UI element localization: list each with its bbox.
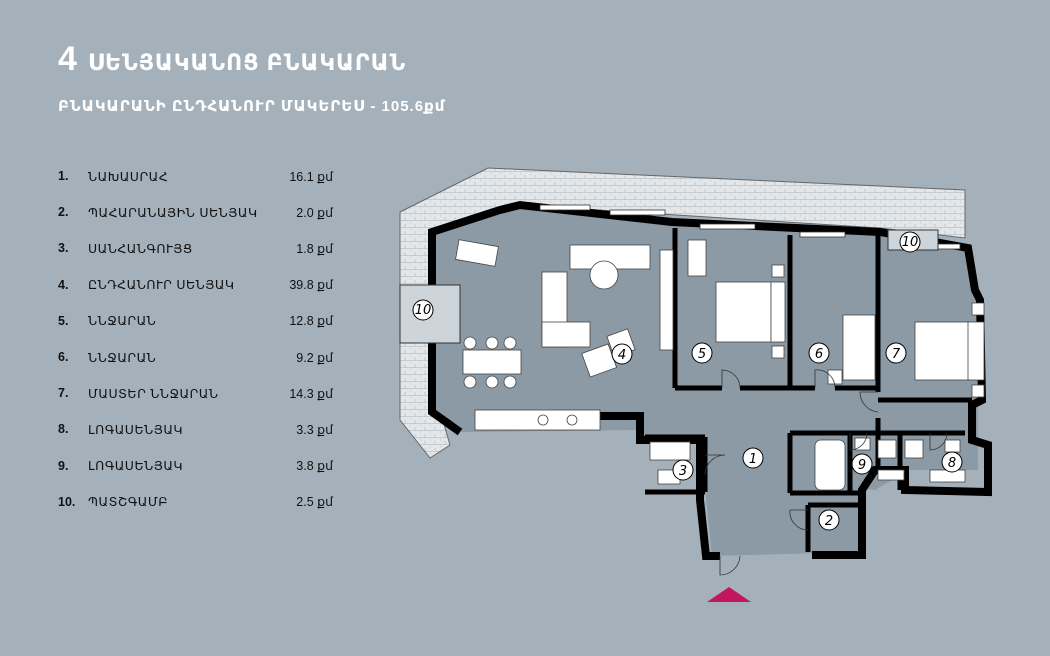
room-area: 14.3 քմ bbox=[289, 386, 333, 401]
room-area: 2.5 քմ bbox=[296, 495, 333, 510]
plan-label-6: 6 bbox=[815, 347, 823, 362]
room-area: 16.1 քմ bbox=[289, 169, 333, 184]
list-item: 8. ԼՈԳԱՍԵՆՅԱԿ 3.3 քմ bbox=[58, 411, 333, 447]
page-title: 4 ՍԵՆՅԱԿԱՆՈՑ ԲՆԱԿԱՐԱՆ bbox=[58, 40, 445, 79]
room-area: 9.2 քմ bbox=[296, 350, 333, 365]
room-number: 2. bbox=[58, 205, 69, 220]
room-number: 7. bbox=[58, 386, 69, 401]
room-number: 9. bbox=[58, 458, 69, 473]
plan-label-8: 8 bbox=[948, 456, 956, 471]
list-item: 5. ՆՆՋԱՐԱՆ 12.8 քմ bbox=[58, 303, 333, 339]
room-markers bbox=[611, 342, 963, 531]
plan-label-10b: 10 bbox=[902, 235, 919, 250]
room-number: 1. bbox=[58, 169, 69, 184]
room-area: 3.8 քմ bbox=[296, 459, 333, 474]
title-text: ՍԵՆՅԱԿԱՆՈՑ ԲՆԱԿԱՐԱՆ bbox=[87, 50, 407, 75]
entrance-wall bbox=[600, 412, 720, 560]
room-area: 12.8 քմ bbox=[289, 314, 333, 329]
list-item: 9. ԼՈԳԱՍԵՆՅԱԿ 3.8 քմ bbox=[58, 448, 333, 484]
room-name: ՊԱՏՇԳԱՄԲ bbox=[88, 495, 168, 510]
plan-label-9: 9 bbox=[858, 458, 866, 473]
doors bbox=[704, 369, 948, 576]
room-area: 39.8 քմ bbox=[289, 278, 333, 293]
room-area: 2.0 քմ bbox=[296, 205, 333, 220]
room-number: 5. bbox=[58, 313, 69, 328]
header: 4 ՍԵՆՅԱԿԱՆՈՑ ԲՆԱԿԱՐԱՆ ԲՆԱԿԱՐԱՆԻ ԸՆԴՀԱՆՈՒ… bbox=[58, 40, 445, 115]
room-number: 4. bbox=[58, 277, 69, 292]
plan-label-5: 5 bbox=[698, 347, 706, 362]
room-number: 6. bbox=[58, 350, 69, 365]
plan-marker-10a bbox=[412, 299, 434, 321]
room-name: ԼՈԳԱՍԵՆՅԱԿ bbox=[88, 422, 184, 437]
room-name: ՆՆՋԱՐԱՆ bbox=[88, 314, 157, 329]
plan-marker-10b bbox=[899, 231, 921, 253]
room-name: ՆՆՋԱՐԱՆ bbox=[88, 350, 157, 365]
list-item: 1. ՆԱԽԱՍՐԱՀ 16.1 քմ bbox=[58, 158, 333, 194]
room-name: ՆԱԽԱՍՐԱՀ bbox=[88, 169, 169, 184]
room-area: 3.3 քմ bbox=[296, 422, 333, 437]
room-name: ՊԱՀԱՐԱՆԱՅԻՆ ՍԵՆՅԱԿ bbox=[88, 205, 258, 220]
plan-label-7: 7 bbox=[892, 347, 901, 362]
page-subtitle: ԲՆԱԿԱՐԱՆԻ ԸՆԴՀԱՆՈՒՐ ՄԱԿԵՐԵՍ - 105.6քմ bbox=[58, 98, 446, 115]
room-number: 10. bbox=[58, 494, 76, 509]
plan-label-2: 2 bbox=[825, 514, 833, 529]
room-name: ՄԱՍՏԵՐ ՆՆՋԱՐԱՆ bbox=[88, 386, 219, 401]
bedroom-7-furniture bbox=[914, 302, 985, 398]
room-name: ԼՈԳԱՍԵՆՅԱԿ bbox=[88, 459, 184, 474]
windows bbox=[539, 204, 961, 250]
bathroom-fixtures bbox=[649, 437, 966, 491]
plan-label-1: 1 bbox=[749, 452, 757, 467]
room-area: 1.8 քմ bbox=[296, 241, 333, 256]
bedroom-5-furniture bbox=[687, 239, 786, 359]
plan-label-3: 3 bbox=[679, 464, 687, 479]
list-item: 7. ՄԱՍՏԵՐ ՆՆՋԱՐԱՆ 14.3 քմ bbox=[58, 375, 333, 411]
list-item: 2. ՊԱՀԱՐԱՆԱՅԻՆ ՍԵՆՅԱԿ 2.0 քմ bbox=[58, 194, 333, 230]
bedroom-6-furniture bbox=[827, 314, 876, 385]
rooms-count: 4 bbox=[58, 40, 78, 78]
interior-walls bbox=[645, 228, 972, 552]
list-item: 4. ԸՆԴՀԱՆՈՒՐ ՍԵՆՅԱԿ 39.8 քմ bbox=[58, 267, 333, 303]
room-name: ԸՆԴՀԱՆՈՒՐ ՍԵՆՅԱԿ bbox=[88, 278, 235, 293]
list-item: 6. ՆՆՋԱՐԱՆ 9.2 քմ bbox=[58, 339, 333, 375]
room-number: 8. bbox=[58, 422, 69, 437]
room-number: 3. bbox=[58, 241, 69, 256]
entrance-arrow-icon bbox=[707, 587, 751, 602]
list-item: 10. ՊԱՏՇԳԱՄԲ 2.5 քմ bbox=[58, 484, 333, 520]
room-name: ՍԱՆՀԱՆԳՈՒՅՑ bbox=[88, 241, 193, 256]
list-item: 3. ՍԱՆՀԱՆԳՈՒՅՑ 1.8 քմ bbox=[58, 230, 333, 266]
plan-label-4: 4 bbox=[618, 348, 626, 363]
living-furniture bbox=[455, 239, 674, 431]
plan-label-10a: 10 bbox=[415, 303, 432, 318]
